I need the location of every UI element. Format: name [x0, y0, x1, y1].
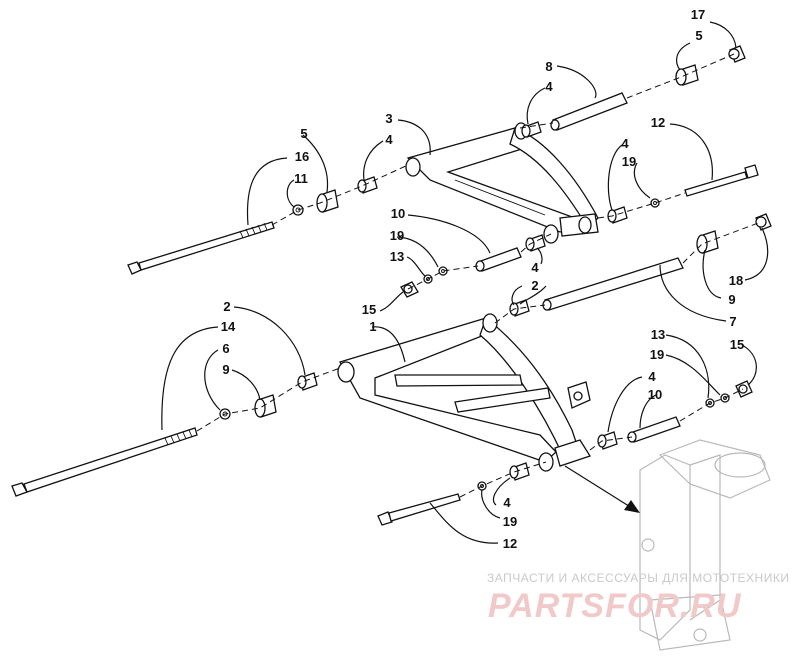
callout-4: 4	[531, 260, 539, 275]
arrow-to-spindle	[564, 465, 640, 513]
callout-4: 4	[503, 495, 511, 510]
callout-9: 9	[728, 292, 735, 307]
callout-8: 8	[545, 59, 552, 74]
callout-9: 9	[222, 362, 229, 377]
callout-18: 18	[729, 273, 743, 288]
callout-4: 4	[621, 136, 629, 151]
callout-1: 1	[369, 319, 376, 334]
spindle-illustration	[639, 439, 771, 651]
callout-19: 19	[390, 228, 404, 243]
callout-10: 10	[648, 387, 662, 402]
callout-2: 2	[531, 278, 538, 293]
callout-6: 6	[222, 341, 229, 356]
callout-11: 11	[294, 171, 308, 186]
sleeve-10-upper	[475, 247, 522, 272]
callout-2: 2	[223, 299, 230, 314]
callout-15: 15	[730, 337, 744, 352]
callout-19: 19	[503, 514, 517, 529]
leader-lines	[161, 21, 769, 544]
watermark: ЗАПЧАСТИ И АКСЕССУАРЫ ДЛЯ МОТОТЕХНИКИ PA…	[487, 571, 789, 625]
callout-5: 5	[695, 28, 702, 43]
callout-3: 3	[385, 111, 392, 126]
callout-17: 17	[691, 7, 705, 22]
assembly-lines	[196, 53, 762, 498]
shaft-7	[542, 257, 684, 311]
callout-7: 7	[729, 314, 736, 329]
callout-4: 4	[385, 132, 393, 147]
callout-19: 19	[650, 347, 664, 362]
callout-12: 12	[651, 115, 665, 130]
callout-13: 13	[390, 249, 404, 264]
bolt-12-lower	[377, 493, 461, 526]
lower-a-arm	[337, 313, 591, 472]
callout-5: 5	[300, 126, 307, 141]
callout-14: 14	[221, 319, 236, 334]
callout-numbers: 17 5 8 4 3 4 5 16 11 12 4 19 10 19 13 4 …	[221, 7, 744, 551]
shaft-8	[550, 92, 628, 131]
sleeve-10-lower	[627, 416, 681, 443]
watermark-logo: PARTSFOR.RU	[488, 587, 742, 625]
callout-16: 16	[295, 149, 309, 164]
bolt-12-upper	[684, 164, 759, 197]
callout-4: 4	[648, 369, 656, 384]
callout-13: 13	[651, 327, 665, 342]
bolt-14	[11, 427, 198, 497]
callout-4: 4	[545, 79, 553, 94]
hardware	[219, 45, 772, 491]
callout-19: 19	[622, 154, 636, 169]
callout-12: 12	[503, 536, 517, 551]
callout-10: 10	[391, 206, 405, 221]
upper-a-arm	[405, 122, 599, 244]
watermark-tagline: ЗАПЧАСТИ И АКСЕССУАРЫ ДЛЯ МОТОТЕХНИКИ	[487, 571, 789, 585]
callout-15: 15	[362, 302, 376, 317]
bolt-16	[127, 221, 275, 275]
